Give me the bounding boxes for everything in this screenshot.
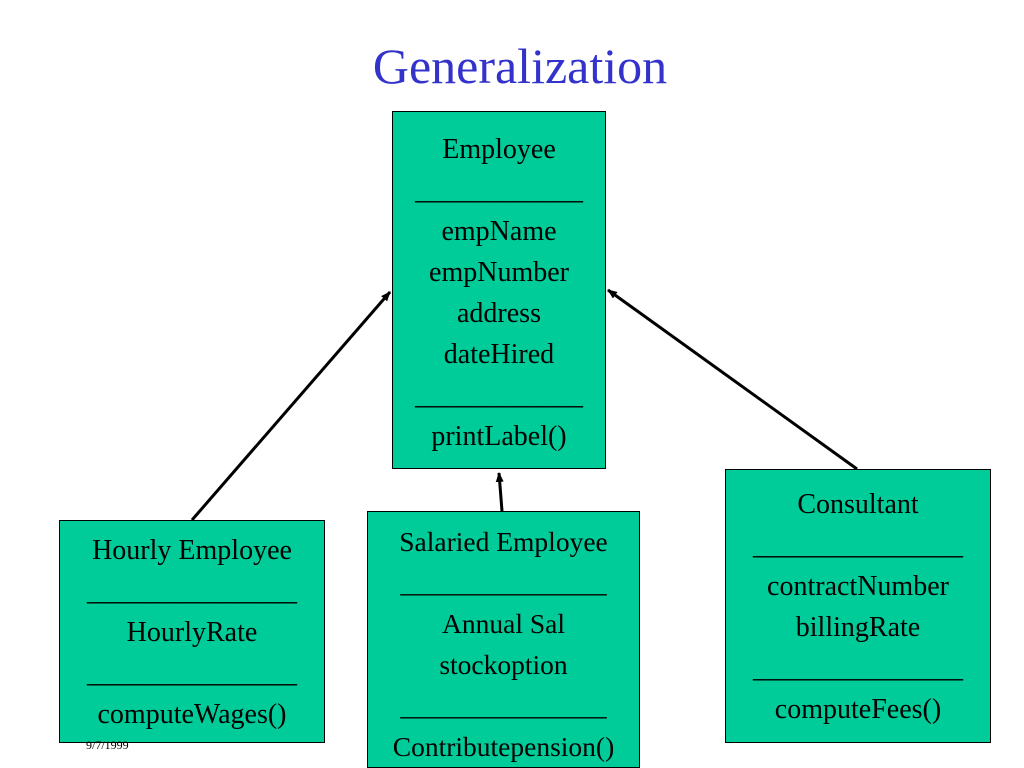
class-name: Employee (442, 134, 556, 165)
compartment-separator: _______________ (400, 567, 607, 598)
method: computeFees() (774, 694, 942, 725)
attribute: billingRate (795, 612, 921, 643)
class-box-hourly-employee: Hourly Employee _______________ HourlyRa… (59, 520, 325, 743)
method: computeWages() (97, 699, 287, 730)
compartment-separator: _______________ (753, 530, 963, 561)
method: printLabel() (431, 421, 567, 452)
attribute: address (457, 298, 541, 329)
slide-title: Generalization (372, 38, 668, 94)
attribute: empNumber (429, 257, 569, 288)
attribute: empName (441, 216, 557, 247)
arrow-hourly-to-employee (190, 291, 392, 521)
attribute: HourlyRate (126, 617, 258, 648)
compartment-separator: _______________ (400, 690, 607, 721)
compartment-separator: ____________ (415, 175, 583, 206)
compartment-separator: _______________ (753, 653, 963, 684)
class-box-consultant: Consultant _______________ contractNumbe… (725, 469, 991, 743)
date-footer: 9/7/1999 (86, 738, 129, 752)
class-name: Consultant (797, 489, 919, 520)
attribute: stockoption (439, 649, 568, 680)
arrow-salaried-to-employee (495, 472, 504, 512)
compartment-separator: _______________ (87, 576, 297, 607)
arrow-consultant-to-employee (607, 288, 858, 471)
class-name: Hourly Employee (92, 535, 292, 566)
compartment-separator: _______________ (87, 658, 297, 689)
attribute: contractNumber (767, 571, 949, 602)
method: Contributepension() (392, 731, 615, 762)
attribute: Annual Sal (442, 608, 565, 639)
class-name: Salaried Employee (399, 526, 608, 557)
attribute: dateHired (443, 339, 555, 370)
compartment-separator: ____________ (415, 380, 583, 411)
class-box-employee: Employee ____________ empName empNumber … (392, 111, 606, 469)
class-box-salaried-employee: Salaried Employee _______________ Annual… (367, 511, 640, 768)
